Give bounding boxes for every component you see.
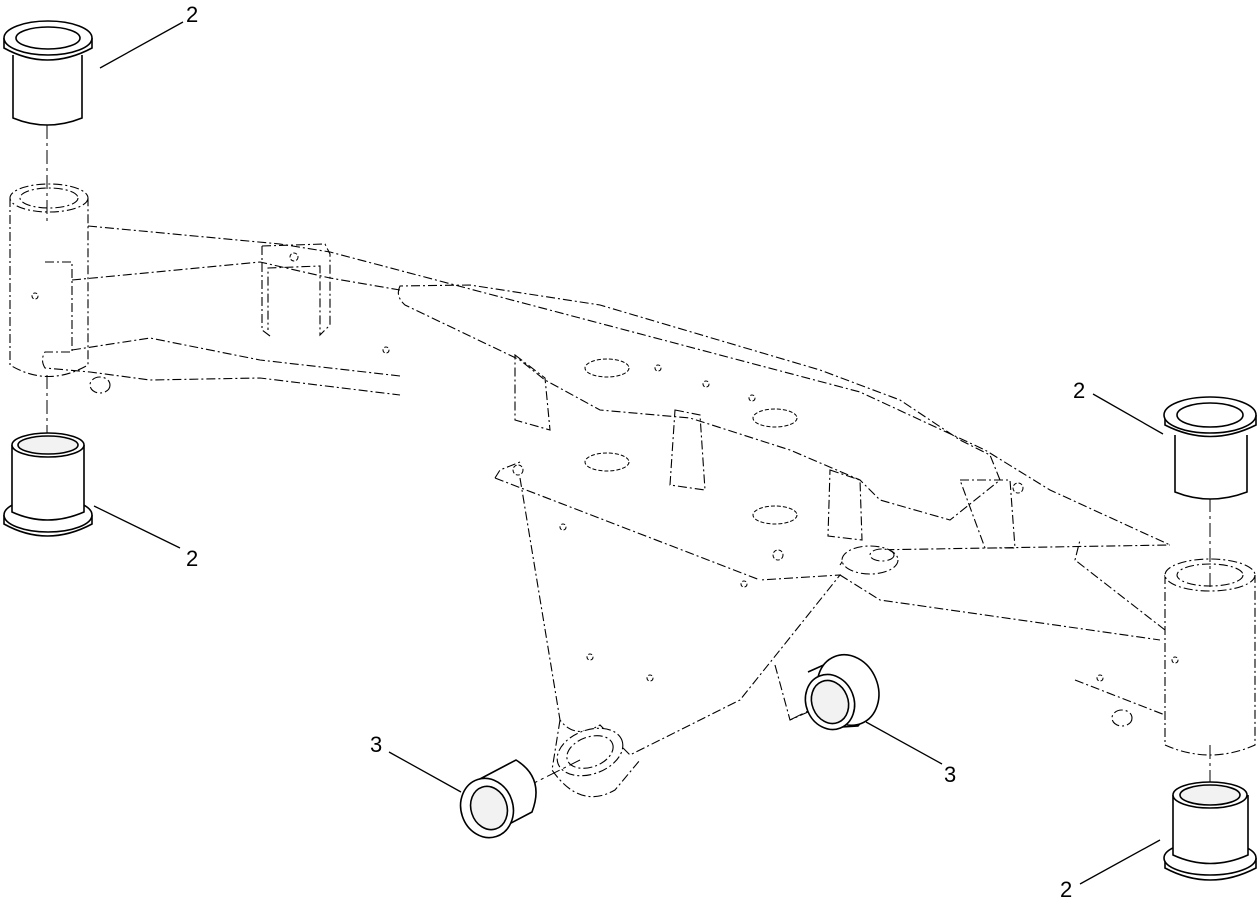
- axle-frame: [9, 183, 1256, 798]
- callout-labels: 2 2 2 2 3 3: [186, 2, 1085, 902]
- leader-lines: [93, 21, 1164, 885]
- bushing-top-right: [1163, 396, 1257, 500]
- leader-c3: [1092, 393, 1164, 435]
- left-pivot-tube: [9, 198, 89, 378]
- bushing-bottom-left: [3, 432, 93, 537]
- bushing-top-left: [3, 20, 93, 126]
- callout-2-top-left: 2: [186, 2, 198, 27]
- callout-2-bottom-right: 2: [1060, 877, 1072, 902]
- callout-3-left: 3: [370, 732, 382, 757]
- leader-c2: [93, 505, 181, 549]
- right-pivot-tube: [1164, 575, 1256, 756]
- leader-c4: [1079, 839, 1161, 885]
- bushing-small-left: [459, 759, 537, 839]
- leader-c5: [388, 751, 462, 793]
- left-bracket: [261, 243, 331, 337]
- bushing-bottom-right: [1163, 781, 1257, 881]
- callout-2-bottom-left: 2: [186, 546, 198, 571]
- leader-c1: [99, 21, 184, 69]
- assembly-axes: [46, 125, 1211, 811]
- leader-c6: [865, 721, 943, 765]
- center-plate: [397, 284, 1001, 521]
- bushing-small-right: [804, 653, 880, 731]
- callout-3-right: 3: [944, 762, 956, 787]
- callout-2-top-right: 2: [1073, 378, 1085, 403]
- upper-beam: [87, 225, 1171, 546]
